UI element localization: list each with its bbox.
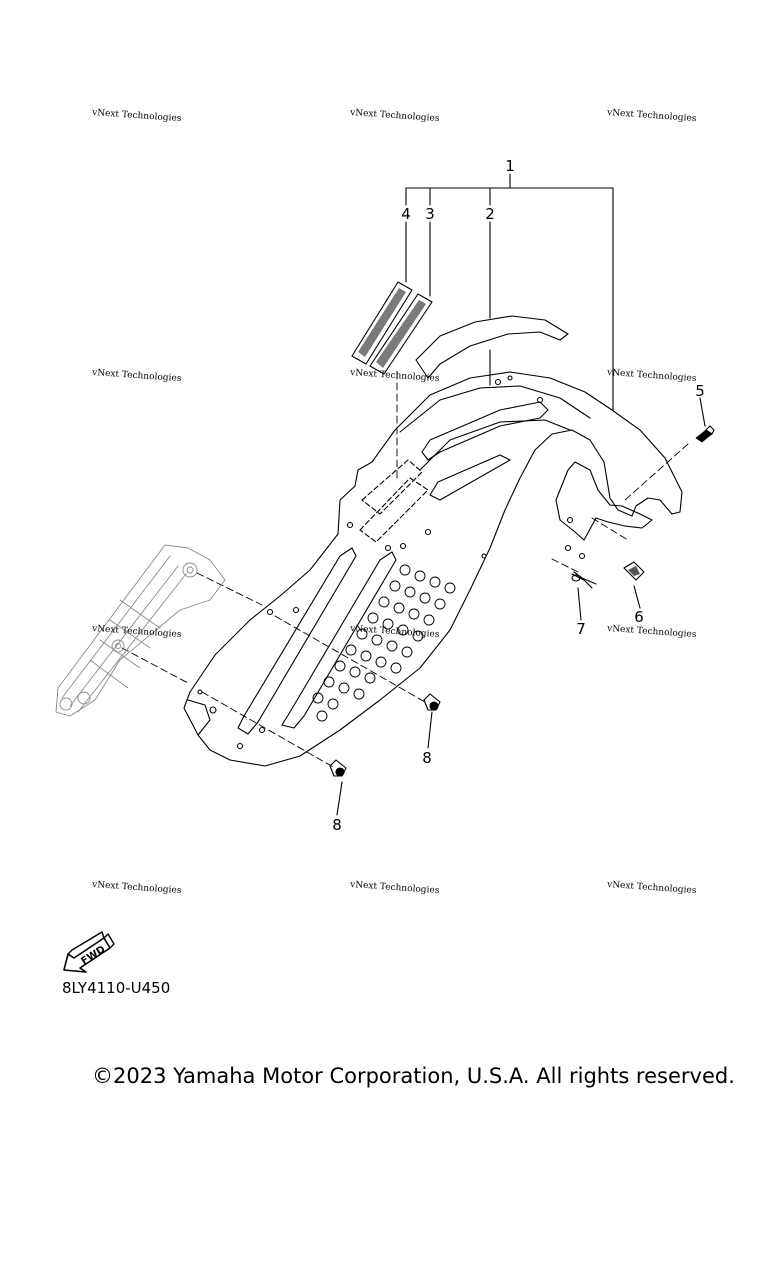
callout-8-upper: 8 <box>422 749 432 767</box>
bolt-8-upper <box>423 693 441 711</box>
callout-bracket-1 <box>405 173 614 411</box>
leader-lines <box>336 221 706 816</box>
diagram-code: 8LY4110-U450 <box>62 979 171 997</box>
label-3 <box>369 293 433 375</box>
clip-6 <box>623 561 645 581</box>
callout-1: 1 <box>505 157 515 175</box>
rear-fender <box>183 371 683 767</box>
callout-5: 5 <box>695 382 705 400</box>
callout-7: 7 <box>576 620 586 638</box>
assembly-dash-lines <box>121 371 689 769</box>
rivet-7 <box>571 571 597 589</box>
callout-2: 2 <box>485 205 495 223</box>
rear-bracket <box>555 461 653 560</box>
bolt-5 <box>695 425 715 443</box>
callout-4: 4 <box>401 205 411 223</box>
callout-3: 3 <box>425 205 435 223</box>
fender-vent-holes <box>312 564 456 722</box>
callout-6: 6 <box>634 608 644 626</box>
callout-8-lower: 8 <box>332 816 342 834</box>
frame-section <box>55 544 226 717</box>
fender-top-strip <box>415 315 569 379</box>
fwd-arrow-icon: FWD <box>63 931 115 973</box>
label-4 <box>351 281 413 365</box>
copyright-notice: ©2023 Yamaha Motor Corporation, U.S.A. A… <box>92 1064 735 1088</box>
bolt-8-lower <box>329 759 347 777</box>
